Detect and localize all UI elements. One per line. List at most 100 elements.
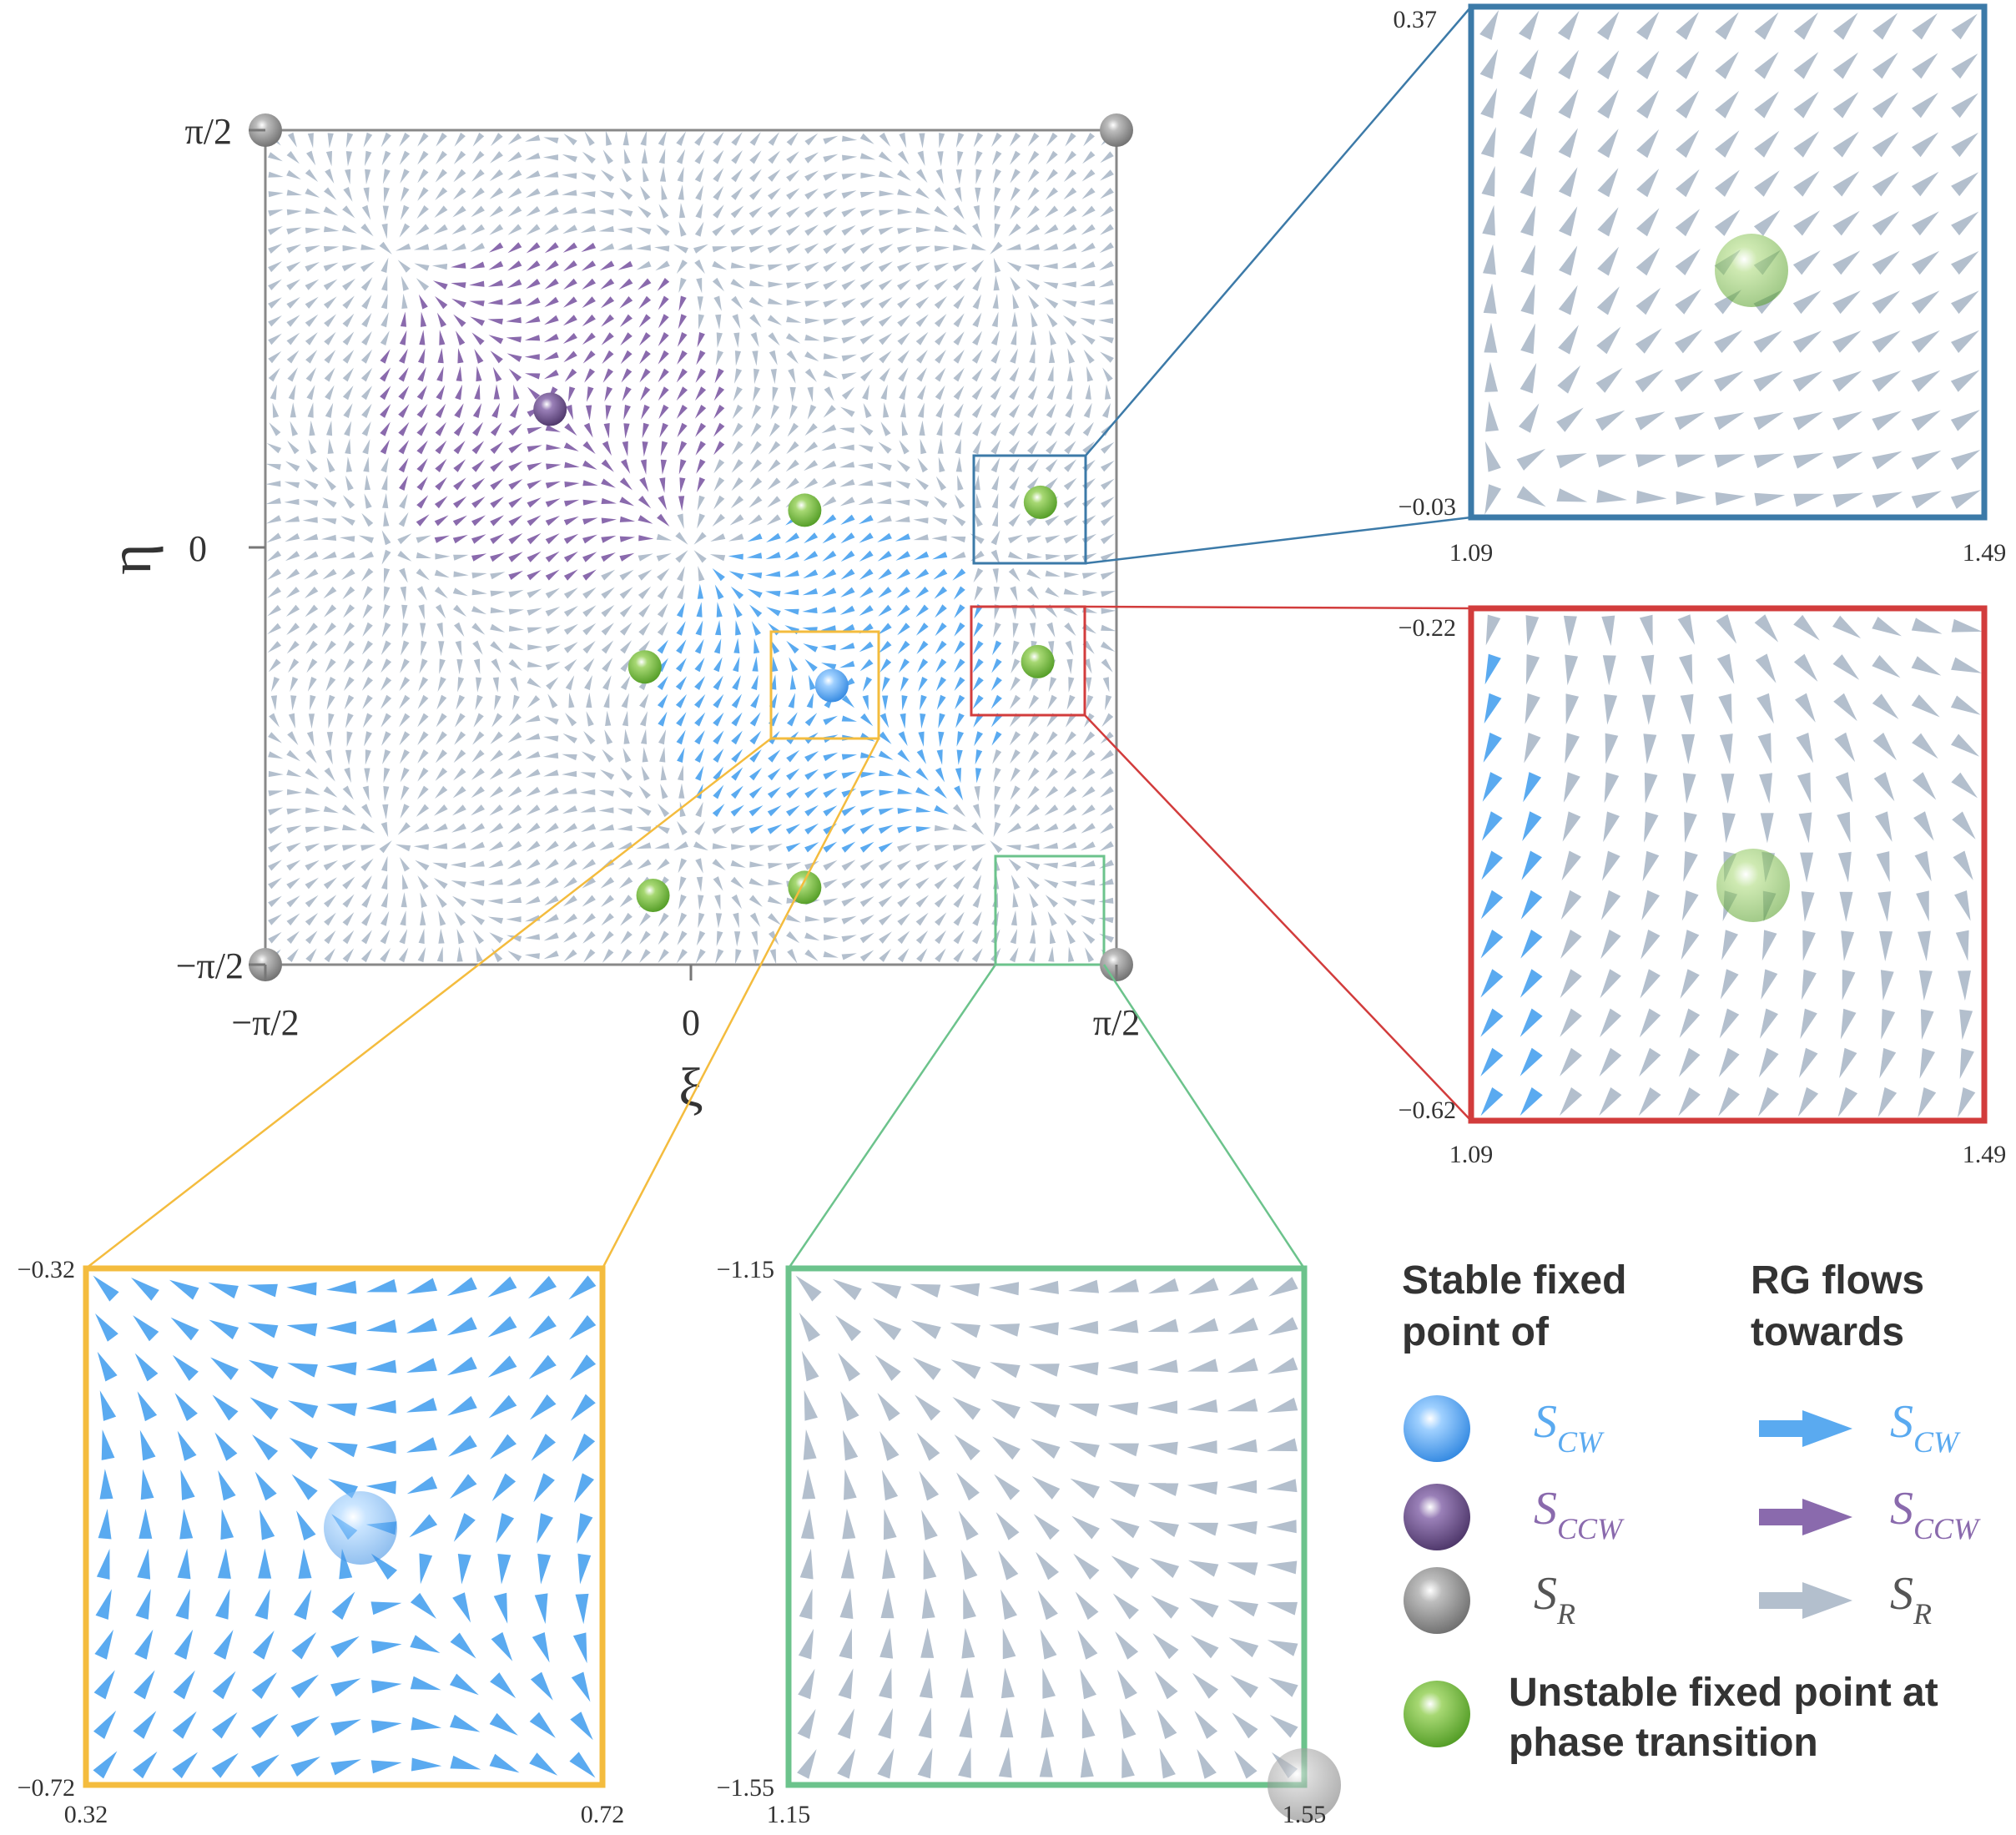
main-flow-arrow [268,333,282,345]
main-flow-arrow [915,188,930,199]
main-flow-arrow [305,843,320,852]
main-flow-arrow [935,187,946,201]
zoom-red-flow-arrow [1644,811,1659,843]
zoom-green-flow-arrow [1147,1441,1178,1455]
zoom-yellow-flow-arrow [93,1670,115,1700]
main-flow-arrow [1005,844,1021,851]
main-flow-arrow [344,694,355,710]
main-flow-arrow [286,151,300,164]
zoom-yellow-flow-arrow [528,1354,557,1379]
main-flow-arrow [1011,875,1021,890]
zoom-red-flow-arrow [1873,772,1895,802]
zoom-blue-flow-arrow [1832,131,1859,158]
main-flow-arrow [544,315,559,325]
main-flow-arrow [821,461,837,470]
main-flow-arrow [841,372,857,381]
main-flow-arrow [694,405,707,419]
main-flow-arrow [1026,586,1040,600]
main-flow-arrow [993,275,1000,291]
main-flow-arrow [676,386,688,401]
main-flow-arrow [398,512,409,527]
zoom-red-flow-arrow [1756,693,1774,724]
zoom-green-flow-arrow [952,1397,981,1420]
main-flow-arrow [859,915,874,925]
main-flow-arrow [731,730,743,745]
main-flow-arrow [340,516,355,526]
main-flow-arrow [715,913,723,929]
main-flow-arrow [342,278,355,291]
zoom-green-flow-arrow [1187,1318,1219,1333]
main-flow-arrow [693,244,708,254]
main-flow-arrow [748,496,763,508]
main-flow-arrow [586,405,592,421]
main-flow-arrow [414,263,430,271]
main-flow-arrow [934,895,947,908]
main-flow-arrow [454,911,466,926]
zoom-blue-flow-arrow [1519,403,1540,433]
main-flow-arrow [618,859,633,870]
main-flow-arrow [1009,476,1020,491]
zoom-green-flow-arrow [1029,1401,1061,1418]
main-flow-arrow [786,316,802,323]
main-flow-arrow [456,365,462,381]
main-flow-arrow [1098,298,1114,305]
main-flow-arrow [435,295,448,310]
main-flow-arrow [362,622,373,637]
main-flow-arrow [1010,187,1021,202]
main-flow-arrow [1046,768,1058,781]
main-flow-arrow [324,314,336,327]
main-flow-arrow [420,892,427,908]
main-flow-arrow [308,713,315,729]
stable-fixed-point-r [1100,113,1133,147]
zoom-blue-flow-arrow [1715,12,1739,40]
zoom-green-flow-arrow [1040,1629,1057,1660]
connector-green-left [787,964,997,1269]
main-flow-arrow [841,695,855,708]
zoom-green-flow-arrow [950,1359,981,1379]
zoom-red-flow-arrow [1958,970,1971,1001]
main-flow-arrow [897,332,910,345]
main-flow-arrow [823,336,839,343]
main-flow-arrow [897,769,912,779]
main-flow-arrow [1061,897,1077,907]
main-flow-arrow [749,150,762,164]
zoom-yellow-flow-arrow [452,1592,471,1623]
main-flow-arrow [290,402,296,418]
zoom-green-flow-arrow [1230,1675,1258,1698]
main-flow-arrow [677,350,688,365]
main-flow-arrow [490,552,505,562]
zoom-blue-flow-arrow [1792,250,1821,275]
main-flow-arrow [748,206,764,219]
zoom-red-flow-arrow [1758,1047,1779,1078]
main-flow-arrow [304,479,319,490]
main-flow-arrow [508,423,522,436]
zoom-blue-flow-arrow [1714,209,1741,236]
main-flow-arrow [562,173,577,179]
main-flow-arrow [841,260,856,273]
main-flow-arrow [342,785,354,800]
zoom-green-flow-arrow [797,1708,816,1739]
zoom-red-flow-arrow [1761,930,1777,961]
main-flow-arrow [935,930,946,945]
main-flow-arrow [508,642,524,651]
main-flow-arrow [324,623,336,636]
zoom-blue-flow-arrow [1558,285,1578,315]
main-flow-arrow [1086,366,1094,382]
zoom-green-flow-arrow [1028,1364,1060,1377]
main-flow-arrow [399,493,408,509]
main-flow-arrow [268,877,282,890]
main-flow-arrow [696,602,703,618]
main-flow-arrow [418,677,429,692]
main-flow-arrow [586,711,594,727]
zoom-yellow-flow-arrow [570,1394,596,1421]
main-flow-arrow [729,514,744,526]
zoom-yellow-flow-arrow [529,1394,557,1420]
main-flow-arrow [658,295,669,310]
main-flow-arrow [400,311,406,327]
main-flow-arrow [268,732,282,744]
main-flow-arrow [543,137,559,144]
main-flow-arrow [953,204,965,219]
main-flow-arrow [972,330,982,345]
main-flow-arrow [935,658,947,673]
zoom-green-flow-arrow [799,1588,813,1620]
